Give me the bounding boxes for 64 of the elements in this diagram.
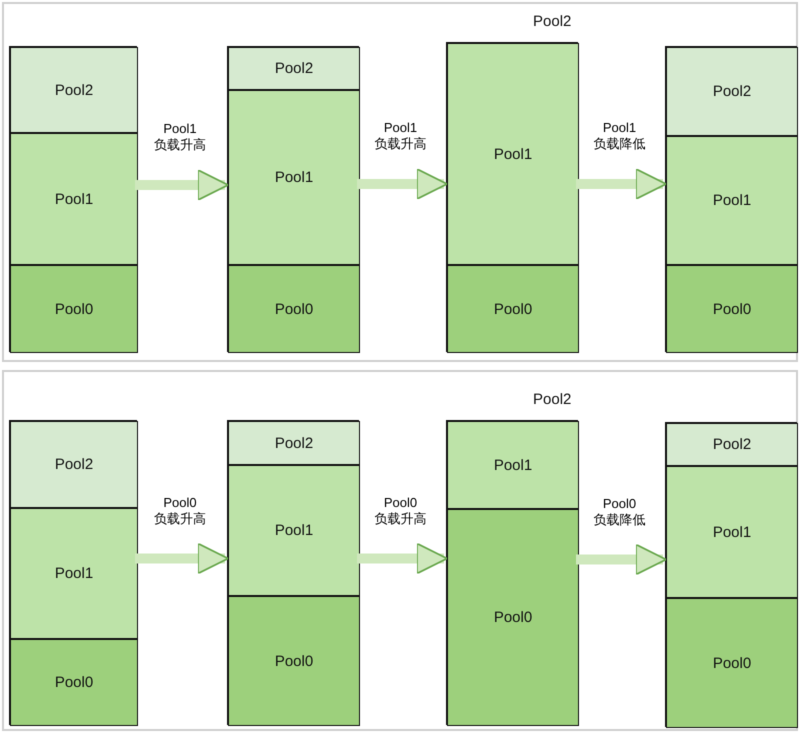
arrow (357, 542, 448, 574)
segment-label: Pool0 (494, 609, 532, 626)
segment-label: Pool2 (54, 82, 94, 98)
segment-label: Pool1 (274, 169, 314, 186)
stacked-column (227, 420, 359, 725)
segment-label: Pool0 (54, 300, 94, 318)
pool-segment (447, 421, 579, 509)
edge-label: Pool1 负载升高 (373, 120, 428, 152)
segment-label: Pool1 (712, 192, 752, 209)
segment-label: Pool0 (54, 674, 94, 691)
segment-label: Pool1 (712, 524, 752, 540)
panel-frame (2, 370, 798, 731)
empty-pool-label: Pool2 (533, 13, 572, 30)
stacked-column (9, 46, 137, 352)
stacked-column (665, 46, 797, 352)
segment-label: Pool2 (274, 434, 314, 452)
stacked-column (665, 422, 797, 727)
segment-label: Pool0 (494, 300, 532, 318)
segment-label: Pool2 (712, 436, 752, 453)
pool-segment (666, 136, 798, 265)
pool-segment (447, 43, 579, 265)
pool-segment (228, 47, 360, 90)
pool-segment (666, 466, 798, 598)
segment-label: Pool1 (494, 456, 532, 474)
pool-segment (666, 265, 798, 353)
segment-label: Pool1 (494, 146, 532, 162)
segment-label: Pool1 (274, 522, 314, 539)
pool-segment (228, 90, 360, 265)
segment-label: Pool2 (54, 456, 94, 473)
pool-segment (228, 265, 360, 353)
pool-segment (10, 47, 138, 133)
pool-segment (10, 265, 138, 353)
pool-segment (10, 133, 138, 265)
edge-label: Pool0 负载降低 (592, 496, 647, 528)
edge-label: Pool0 负载升高 (373, 494, 428, 526)
arrow (135, 542, 229, 574)
arrow (357, 168, 448, 200)
segment-label: Pool2 (274, 60, 314, 77)
pool-segment (447, 265, 579, 353)
pool-segment (228, 596, 360, 726)
stacked-column (227, 46, 359, 352)
segment-label: Pool0 (712, 300, 752, 318)
pool-segment (228, 465, 360, 596)
panel-frame (2, 2, 798, 362)
segment-label: Pool1 (54, 565, 94, 582)
arrow (576, 168, 667, 200)
pool-segment (666, 598, 798, 728)
pool-segment (10, 639, 138, 726)
pool-segment (228, 421, 360, 465)
pool-segment (10, 421, 138, 508)
stacked-column (9, 420, 137, 725)
segment-label: Pool0 (274, 652, 314, 670)
pool-segment (10, 508, 138, 639)
arrow (135, 169, 229, 201)
pool-segment (666, 423, 798, 466)
segment-label: Pool2 (712, 83, 752, 100)
edge-label: Pool1 负载降低 (592, 120, 647, 152)
pool-segment (666, 47, 798, 136)
segment-label: Pool1 (54, 190, 94, 208)
empty-pool-label: Pool2 (533, 391, 572, 408)
pool-segment (447, 509, 579, 726)
arrow (576, 544, 667, 576)
segment-label: Pool0 (712, 654, 752, 672)
segment-label: Pool0 (274, 300, 314, 318)
